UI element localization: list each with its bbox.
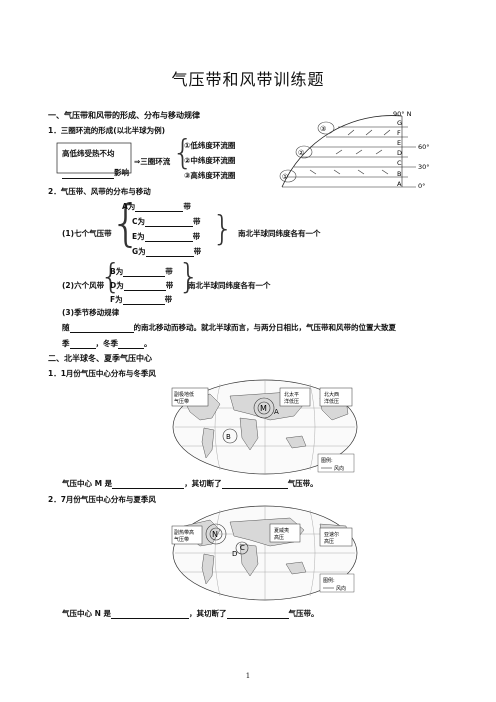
uneven-heating-text: 高低纬受热不均 <box>62 149 115 158</box>
legend-item-jul: 风向 <box>336 585 346 592</box>
circulation-diagram: ① ② ③ G F E D C B A 90° N 60° 30° 0° <box>279 110 430 190</box>
wind-row-B: B为带 <box>110 267 173 277</box>
blank-field[interactable] <box>112 480 185 489</box>
letter-C: C <box>397 159 402 167</box>
letter-M: M <box>260 404 267 413</box>
january-pressure-map: M A B 副极地低 气压带 北太平 洋低压 北大西 洋低压 图例: 风向 <box>171 379 358 475</box>
letter-F: F <box>397 129 401 137</box>
letter-C-map: C <box>240 544 245 552</box>
circle-label-1: ① <box>282 173 288 181</box>
letter-A: A <box>397 180 402 188</box>
circle-label-2: ② <box>298 149 304 157</box>
belt-row-E: E为带 <box>132 232 201 242</box>
brace-circulation: { <box>172 133 194 173</box>
letter-N: N <box>212 530 218 539</box>
blank-field[interactable] <box>226 610 289 619</box>
lat-30-label: 30° <box>418 163 430 171</box>
circle-label-3: ③ <box>320 125 326 133</box>
blank-field[interactable] <box>111 610 189 619</box>
blank-field[interactable] <box>123 282 166 291</box>
blank-field[interactable] <box>135 203 184 212</box>
blank-field[interactable] <box>145 218 194 227</box>
letter-G: G <box>397 119 402 127</box>
blank-field[interactable] <box>123 268 166 277</box>
label-subpolar-2: 气压带 <box>174 398 189 405</box>
blank-field[interactable] <box>69 324 134 333</box>
circulation-1: ①低纬度环流圈 <box>184 141 236 150</box>
label-hawaii-1: 夏威夷 <box>274 527 289 534</box>
label-azores-1: 亚速尔 <box>324 531 339 538</box>
letter-A-map: A <box>274 408 279 416</box>
six-wind-label: (2)六个风带 <box>62 281 105 290</box>
seasonal-shift-line2: 季，冬季。 <box>62 339 152 349</box>
wind-row-D: D为带 <box>110 281 174 291</box>
blank-field[interactable] <box>118 340 144 349</box>
page-title: 气压带和风带训练题 <box>171 70 325 89</box>
lat-90-label: 90° N <box>393 110 412 118</box>
label-hawaii-2: 高压 <box>274 534 284 541</box>
label-azores-2: 高压 <box>324 538 334 545</box>
section2-heading: 二、北半球冬、夏季气压中心 <box>48 354 152 363</box>
brace-pressure-right: } <box>212 209 234 249</box>
brace-pressure: { <box>110 194 142 252</box>
label-subtropical-1: 副热带高 <box>174 529 194 536</box>
letter-B-map: B <box>226 433 231 441</box>
lat-60-label: 60° <box>418 143 430 151</box>
formula-bracket <box>56 142 132 174</box>
label-subtropical-2: 气压带 <box>174 536 189 543</box>
brace-wind-right: } <box>178 257 200 297</box>
blank-field[interactable] <box>145 248 194 257</box>
label-npac-2: 洋低压 <box>284 398 299 405</box>
jul-question: 气压中心 N 是，其切断了气压带。 <box>62 609 319 619</box>
legend-item-jan: 风向 <box>334 465 344 472</box>
item1-heading: 1．三圈环流的形成(以北半球为例) <box>48 126 166 135</box>
letter-D: D <box>397 149 402 157</box>
blank-field[interactable] <box>221 480 288 489</box>
label-natl-1: 北大西 <box>324 391 339 398</box>
blank-field[interactable] <box>122 296 165 305</box>
item2-heading: 2．气压带、风带的分布与移动 <box>48 187 151 196</box>
jul-heading: 2．7月份气压中心分布与夏季风 <box>48 495 156 504</box>
seasonal-shift-line1: 随的南北移动而移动。就北半球而言，与两分日相比，气压带和风带的位置大致夏 <box>62 323 396 333</box>
legend-title-jul: 图例: <box>323 577 335 584</box>
jan-question: 气压中心 M 是，其切断了气压带。 <box>62 479 318 489</box>
section1-heading: 一、气压带和风带的形成、分布与移动规律 <box>48 111 200 120</box>
pressure-note: 南北半球同纬度各有一个 <box>238 229 321 238</box>
influence-line: 影响 <box>62 160 129 179</box>
wind-note: 南北半球同纬度各有一个 <box>188 281 271 290</box>
blank-field[interactable] <box>69 340 96 349</box>
page-number: 1 <box>245 672 251 680</box>
july-pressure-map: N C D 副热带高 气压带 夏威夷 高压 亚速尔 高压 图例: 风向 <box>171 505 358 601</box>
seven-belts-label: (1)七个气压带 <box>62 229 112 238</box>
belt-row-C: C为带 <box>132 217 201 227</box>
circulation-2: ②中纬度环流圈 <box>184 156 236 165</box>
jan-heading: 1．1月份气压中心分布与冬季风 <box>48 369 156 378</box>
legend-title-jan: 图例: <box>321 457 333 464</box>
three-cell-label: ⇒三圈环流 <box>134 157 171 166</box>
letter-E: E <box>397 139 401 147</box>
influence-text: 影响 <box>114 168 129 177</box>
blank-field[interactable] <box>144 233 193 242</box>
label-subpolar-1: 副极地低 <box>174 391 194 398</box>
letter-D-map: D <box>232 550 237 558</box>
wind-row-F: F为带 <box>110 295 173 305</box>
lat-0-label: 0° <box>418 182 425 190</box>
belt-row-G: G为带 <box>132 247 202 257</box>
letter-B: B <box>397 170 401 178</box>
blank-field[interactable] <box>62 170 114 179</box>
seasonal-shift-label: (3)季节移动规律 <box>62 308 120 317</box>
label-npac-1: 北太平 <box>284 391 299 398</box>
label-natl-2: 洋低压 <box>324 398 339 405</box>
circulation-3: ③高纬度环流圈 <box>184 171 236 180</box>
brace-wind: { <box>100 257 122 297</box>
belt-row-A: A为带 <box>122 202 191 212</box>
